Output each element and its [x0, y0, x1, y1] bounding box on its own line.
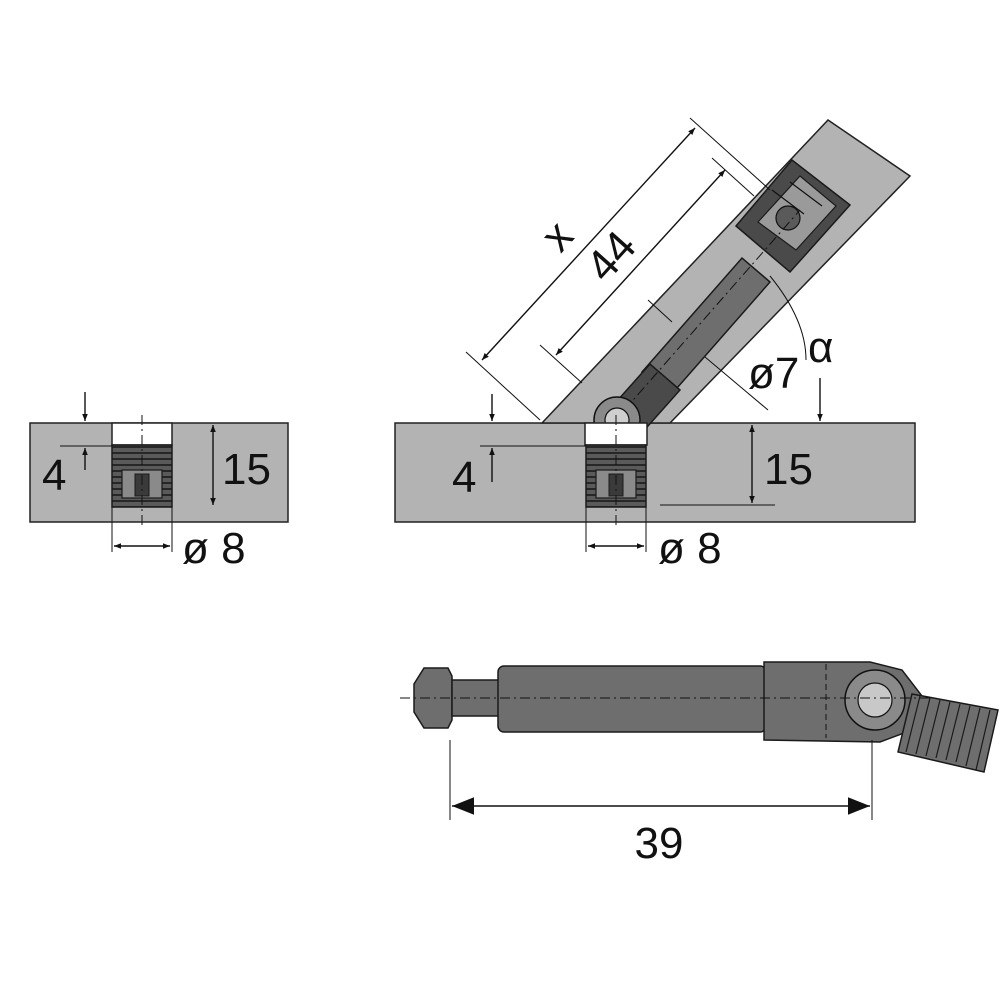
bolt-swivel-joint — [844, 669, 906, 731]
left-depth-label: 4 — [42, 451, 66, 500]
x-extension-upper — [689, 117, 771, 191]
x-label: x — [532, 212, 583, 261]
length-label: 44 — [577, 222, 646, 291]
bolt-detail: 39 — [400, 661, 999, 868]
angled-height-label: 15 — [764, 445, 813, 494]
angled-centerline — [597, 209, 801, 441]
bolt-shaft — [497, 665, 767, 733]
bolt-thread — [897, 693, 999, 773]
length-extension-upper — [711, 157, 755, 197]
angled-diameter-label: ø 8 — [658, 524, 722, 573]
horizontal-board-panel — [394, 422, 916, 523]
bolt-diameter-extension-b — [704, 356, 769, 411]
length-extension-lower — [539, 344, 583, 384]
bolt-diameter-label: ø7 — [748, 349, 799, 398]
angled-depth-label: 4 — [452, 453, 476, 502]
angled-detail: x 44 ø7 α 4 15 ø 8 — [394, 117, 916, 573]
left-diameter-label: ø 8 — [182, 524, 246, 573]
left-detail: 4 15 ø 8 — [29, 392, 289, 573]
bolt-diameter-extension-a — [647, 299, 673, 323]
length-dimension-line — [555, 169, 726, 356]
x-extension-lower — [465, 351, 541, 421]
angle-arc — [769, 275, 807, 361]
angle-label: α — [808, 323, 833, 372]
bolt-head — [413, 667, 453, 729]
left-height-label: 15 — [222, 445, 271, 494]
bolt-length-label: 39 — [635, 819, 684, 868]
